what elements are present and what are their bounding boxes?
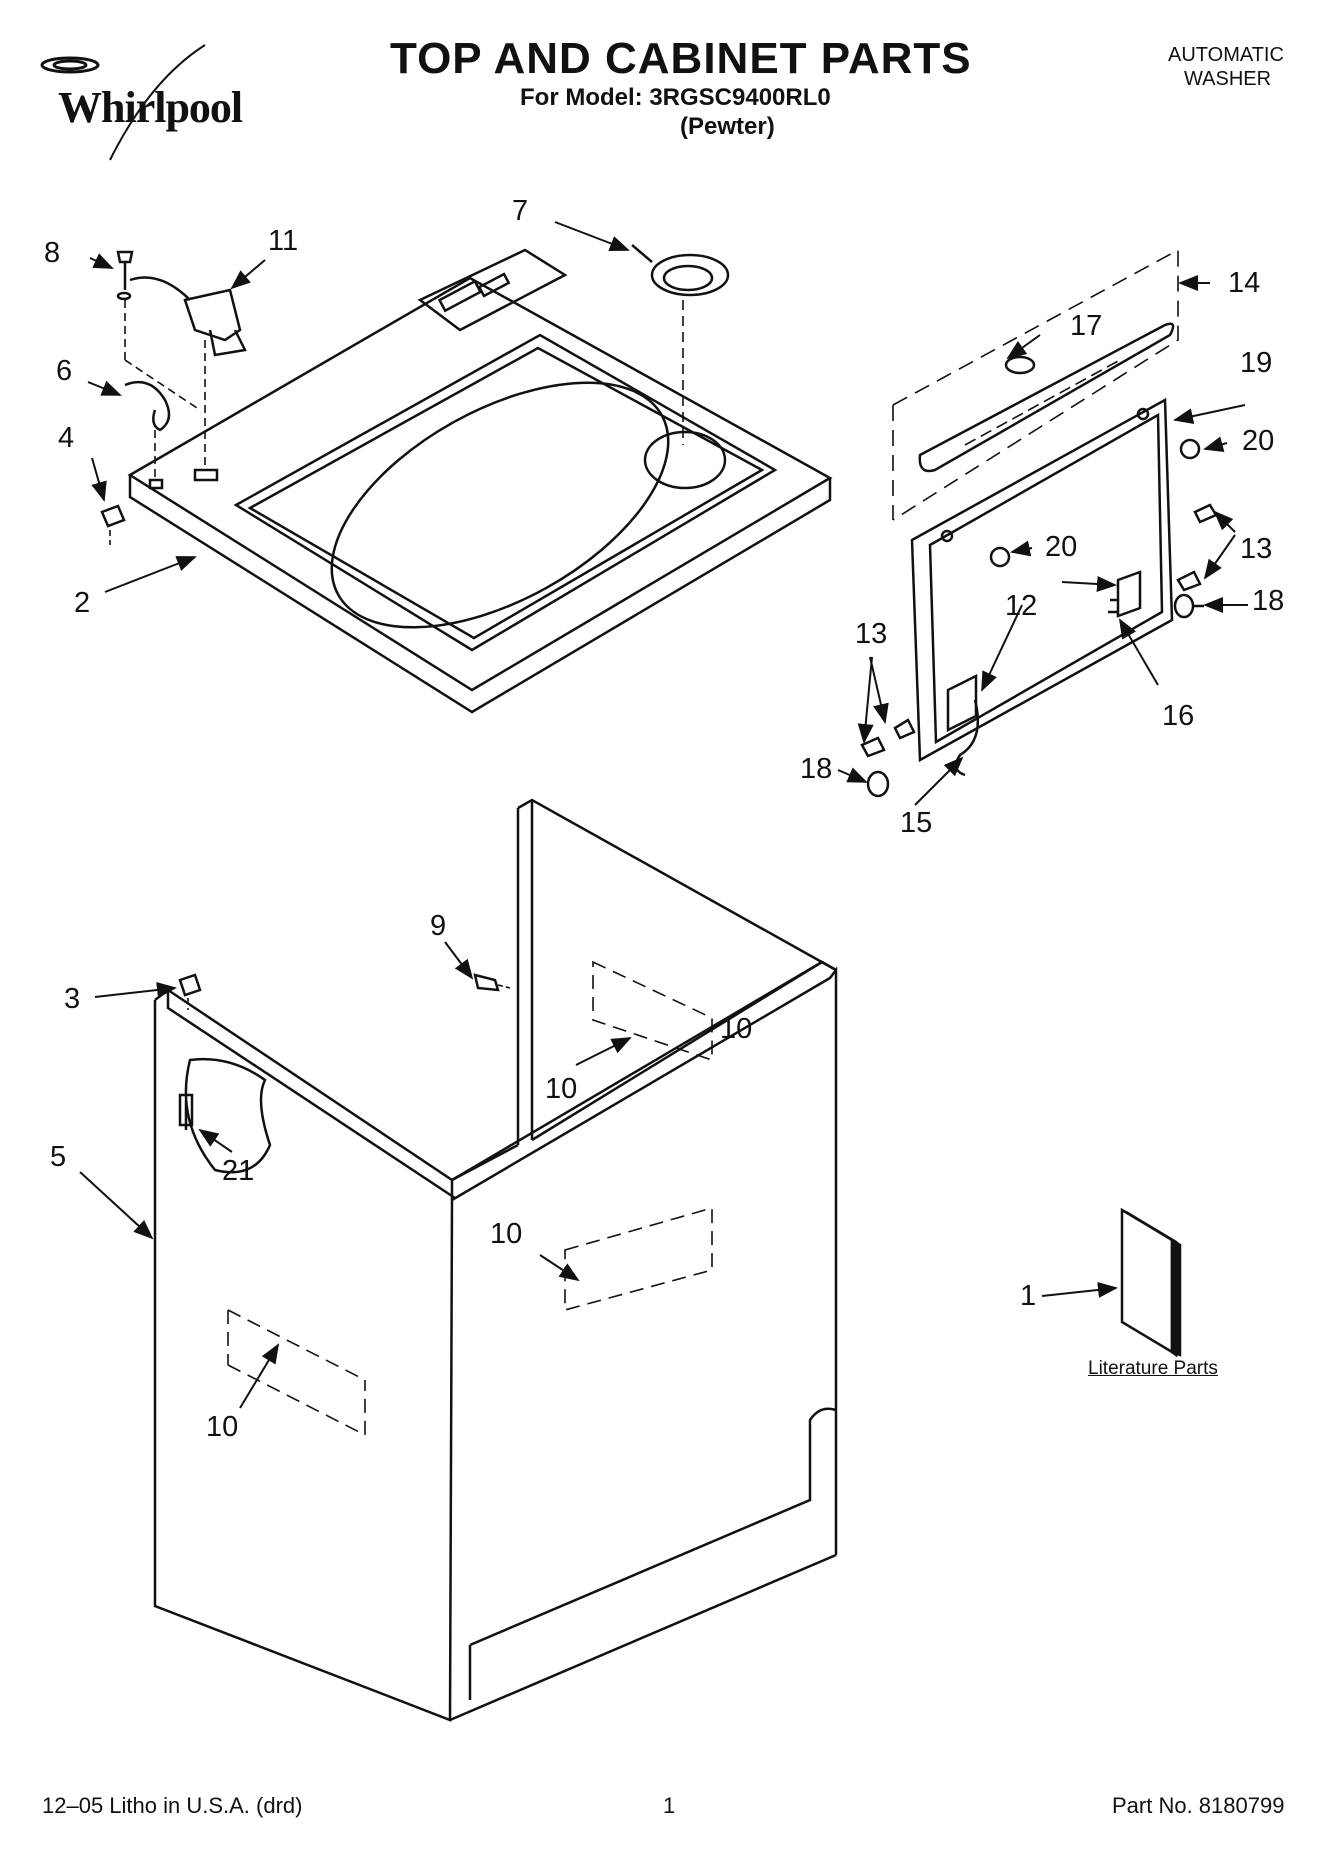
callout-20-a: 20	[1242, 425, 1274, 457]
footer-part-number: Part No. 8180799	[1112, 1793, 1285, 1818]
footer-litho: 12–05 Litho in U.S.A. (drd)	[42, 1793, 303, 1818]
callout-5: 5	[50, 1141, 66, 1173]
callout-16: 16	[1162, 700, 1194, 732]
callout-9: 9	[430, 910, 446, 942]
literature-parts-label: Literature Parts	[1088, 1358, 1218, 1379]
callout-10-b: 10	[490, 1218, 522, 1250]
model-line: For Model: 3RGSC9400RL0	[520, 84, 831, 111]
color-line: (Pewter)	[680, 113, 775, 140]
callout-1: 1	[1020, 1280, 1036, 1312]
callout-numbers: 1 2 3 4 5 6 7 8 9 10 10 10 10 11 12 13 1…	[44, 195, 1284, 1443]
callout-4: 4	[58, 422, 74, 454]
callout-3: 3	[64, 983, 80, 1015]
product-type-line-1: AUTOMATIC	[1168, 44, 1284, 66]
callout-15: 15	[900, 807, 932, 839]
product-type-line-2: WASHER	[1184, 68, 1272, 90]
callout-19: 19	[1240, 347, 1272, 379]
whirlpool-logo: Whirlpool	[58, 83, 243, 132]
cabinet	[153, 798, 838, 1722]
callout-7: 7	[512, 195, 528, 227]
callout-21: 21	[222, 1155, 254, 1187]
callout-13-b: 13	[855, 618, 887, 650]
callout-8: 8	[44, 237, 60, 269]
whirlpool-swirl-icon	[40, 44, 206, 161]
top-panel	[127, 248, 833, 714]
footer-page-number: 1	[663, 1793, 676, 1818]
callout-18-b: 18	[800, 753, 832, 785]
part-7-cap	[631, 244, 730, 445]
callout-18-a: 18	[1252, 585, 1284, 617]
callout-6: 6	[56, 355, 72, 387]
literature-booklet	[1120, 1207, 1182, 1358]
callout-10-a: 10	[545, 1073, 577, 1105]
small-parts-left	[100, 250, 247, 545]
callout-14: 14	[1228, 267, 1260, 299]
callout-20-b: 20	[1045, 531, 1077, 563]
callout-12-a: 12	[1005, 590, 1037, 622]
callout-10-c: 10	[206, 1411, 238, 1443]
callout-11: 11	[268, 225, 298, 257]
callout-2: 2	[74, 587, 90, 619]
callout-10-d: 10	[720, 1013, 752, 1045]
page-title: TOP AND CABINET PARTS	[390, 34, 972, 83]
callout-17: 17	[1070, 310, 1102, 342]
callout-leaders	[79, 221, 1248, 1409]
callout-13-a: 13	[1240, 533, 1272, 565]
